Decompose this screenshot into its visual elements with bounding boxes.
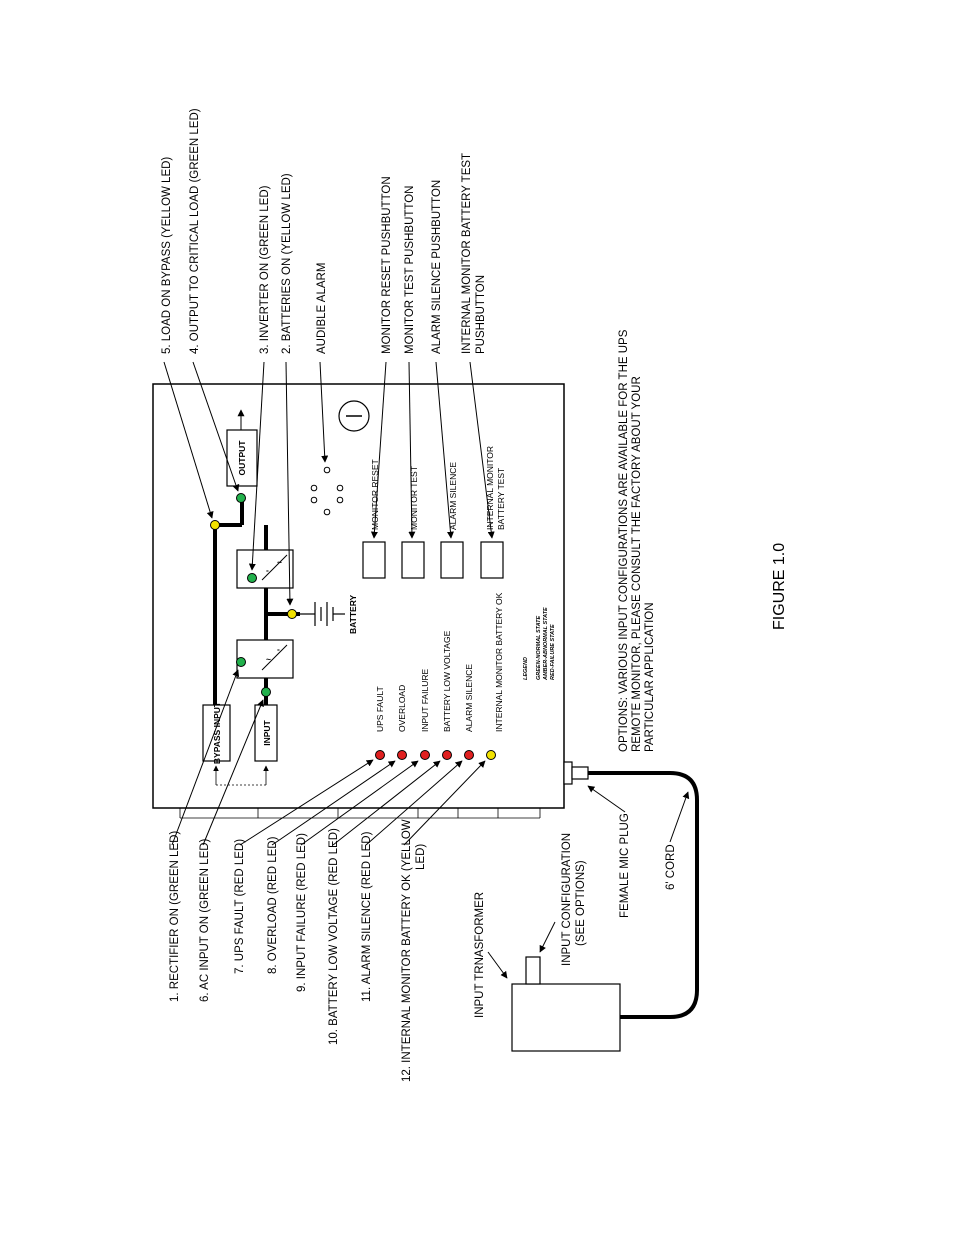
status-label: UPS FAULT [375, 686, 385, 732]
input-failure-led [420, 750, 430, 760]
legend-item: GREEN-NORMAL STATE [536, 616, 542, 680]
options-note-line: PARTICULAR APPLICATION [644, 602, 656, 752]
callout-ac-input-on: 6. AC INPUT ON (GREEN LED) [199, 838, 211, 1002]
input-transformer [511, 956, 621, 1052]
status-label: INTERNAL MONITOR BATTERY OK [494, 592, 504, 732]
options-note: OPTIONS: VARIOUS INPUT CONFIGURATIONS AR… [618, 329, 656, 752]
inverter-led [247, 573, 257, 583]
load-on-bypass-led [210, 520, 220, 530]
power-switch-icon [338, 400, 370, 432]
output-led [236, 493, 246, 503]
ups-fault-led [375, 750, 385, 760]
top-callouts: 5. LOAD ON BYPASS (YELLOW LED) 4. OUTPUT… [161, 108, 487, 354]
pushbutton-label: MONITOR TEST [409, 466, 419, 530]
internal-monitor-battery-test-pushbutton[interactable] [480, 541, 504, 579]
input-block: INPUT [254, 704, 278, 762]
mic-plug-connector [563, 761, 589, 785]
status-label: OVERLOAD [397, 685, 407, 732]
bottom-leader-lines [171, 669, 486, 846]
callout-ups-fault: 7. UPS FAULT (RED LED) [234, 839, 246, 974]
pushbutton-label: BATTERY TEST [496, 468, 506, 530]
options-note-line: REMOTE MONITOR, PLEASE CONSULT THE FACTO… [631, 376, 643, 752]
rectifier-block: ~ - [236, 639, 294, 679]
callout-battery-low-voltage: 10. BATTERY LOW VOLTAGE (RED LED) [328, 828, 340, 1045]
input-block-label: INPUT [262, 719, 272, 745]
internal-monitor-battery-ok-led [486, 750, 496, 760]
callout-pushbutton: PUSHBUTTON [475, 275, 487, 354]
top-leader-lines [163, 361, 495, 606]
pushbutton-label: ALARM SILENCE [448, 462, 458, 530]
callout-output-to-critical-load: 4. OUTPUT TO CRITICAL LOAD (GREEN LED) [189, 108, 201, 354]
bypass-link [213, 765, 269, 786]
callout-led: LED) [415, 844, 427, 870]
svg-text:-: - [277, 644, 280, 654]
pushbutton-label: MONITOR RESET [370, 459, 380, 530]
battery-label: BATTERY [348, 594, 358, 634]
svg-text:~: ~ [266, 654, 271, 664]
battery-low-voltage-led [442, 750, 452, 760]
bottom-callouts: 1. RECTIFIER ON (GREEN LED) 6. AC INPUT … [169, 819, 427, 1082]
rectifier-led [236, 657, 246, 667]
input-transformer-label: INPUT TRNASFORMER [474, 892, 486, 1018]
callout-overload: 8. OVERLOAD (RED LED) [267, 836, 279, 974]
battery-symbol [300, 602, 345, 626]
output-block: OUTPUT [226, 429, 258, 487]
overload-led [397, 750, 407, 760]
monitor-test-pushbutton[interactable] [401, 541, 425, 579]
status-label: BATTERY LOW VOLTAGE [442, 630, 452, 732]
pushbutton-label: INTERNAL MONITOR [485, 446, 495, 530]
callout-alarm-silence-pushbutton: ALARM SILENCE PUSHBUTTON [431, 180, 443, 354]
svg-text:~: ~ [277, 557, 282, 567]
legend-item: AMBER-ABNORMAL STATE [543, 607, 549, 681]
output-block-label: OUTPUT [237, 440, 247, 476]
callout-internal-monitor-battery-ok: 12. INTERNAL MONITOR BATTERY OK (YELLOW [401, 819, 413, 1082]
female-mic-plug-label: FEMALE MIC PLUG [619, 813, 631, 918]
callout-internal-monitor-battery-test: INTERNAL MONITOR BATTERY TEST [461, 153, 473, 354]
panel-leds [210, 493, 496, 760]
status-label: ALARM SILENCE [464, 664, 474, 732]
cord-label: 6' CORD [665, 844, 677, 890]
callout-input-failure: 9. INPUT FAILURE (RED LED) [296, 833, 308, 992]
batteries-on-led [287, 609, 297, 619]
callout-inverter-on: 3. INVERTER ON (GREEN LED) [259, 185, 271, 354]
alarm-silence-led [464, 750, 474, 760]
legend-title: LEGEND [523, 657, 529, 680]
input-configuration-label: INPUT CONFIGURATION [561, 833, 573, 966]
see-options-label: (SEE OPTIONS) [575, 860, 587, 946]
accessory-labels: FEMALE MIC PLUG 6' CORD INPUT CONFIGURAT… [474, 813, 677, 1018]
alarm-silence-pushbutton[interactable] [440, 541, 464, 579]
legend-item: RED-FAILURE STATE [550, 624, 556, 680]
accessory-leader-lines [487, 785, 690, 979]
callout-load-on-bypass: 5. LOAD ON BYPASS (YELLOW LED) [161, 157, 173, 354]
figure-title: FIGURE 1.0 [771, 543, 788, 630]
inverter-block: - ~ [236, 549, 294, 589]
ac-input-led [261, 687, 271, 697]
status-label: INPUT FAILURE [420, 669, 430, 732]
svg-text:-: - [266, 565, 269, 575]
cord [588, 771, 699, 1019]
bypass-input-block: BYPASS INPUT [202, 701, 231, 764]
callout-monitor-test-pushbutton: MONITOR TEST PUSHBUTTON [404, 186, 416, 354]
pushbuttons: MONITOR RESET MONITOR TEST ALARM SILENCE… [362, 446, 506, 579]
callout-alarm-silence: 11. ALARM SILENCE (RED LED) [361, 831, 373, 1002]
legend: LEGEND GREEN-NORMAL STATE AMBER-ABNORMAL… [523, 607, 556, 681]
callout-monitor-reset-pushbutton: MONITOR RESET PUSHBUTTON [381, 176, 393, 354]
audible-alarm-speaker [310, 466, 344, 516]
callout-batteries-on: 2. BATTERIES ON (YELLOW LED) [281, 173, 293, 354]
monitor-reset-pushbutton[interactable] [362, 541, 386, 579]
bypass-input-label: BYPASS INPUT [212, 701, 222, 764]
callout-rectifier-on: 1. RECTIFIER ON (GREEN LED) [169, 831, 181, 1002]
options-note-line: OPTIONS: VARIOUS INPUT CONFIGURATIONS AR… [618, 329, 630, 752]
callout-audible-alarm: AUDIBLE ALARM [316, 263, 328, 354]
status-labels: UPS FAULT OVERLOAD INPUT FAILURE BATTERY… [375, 592, 504, 732]
